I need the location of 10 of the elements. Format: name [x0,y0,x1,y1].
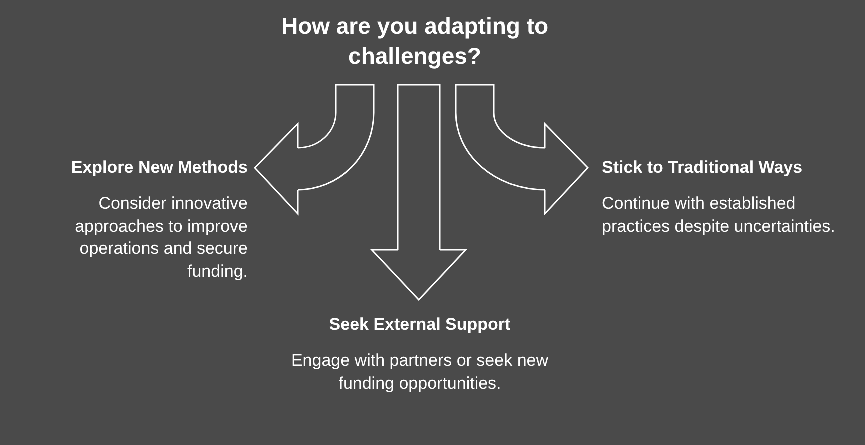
option-heading: Seek External Support [329,314,511,336]
option-description: Engage with partners or seek new funding opportunities. [290,350,550,395]
arrow [371,84,467,301]
option-description: Consider innovative approaches to improve operations and secure funding. [74,193,248,283]
arrow [255,84,375,215]
option-heading: Explore New Methods [71,157,248,179]
option-heading: Stick to Traditional Ways [602,157,803,179]
question-heading: How are you adapting to challenges? [280,12,550,71]
option-description: Continue with established practices despite uncertainties. [602,193,836,238]
arrow [455,84,588,215]
